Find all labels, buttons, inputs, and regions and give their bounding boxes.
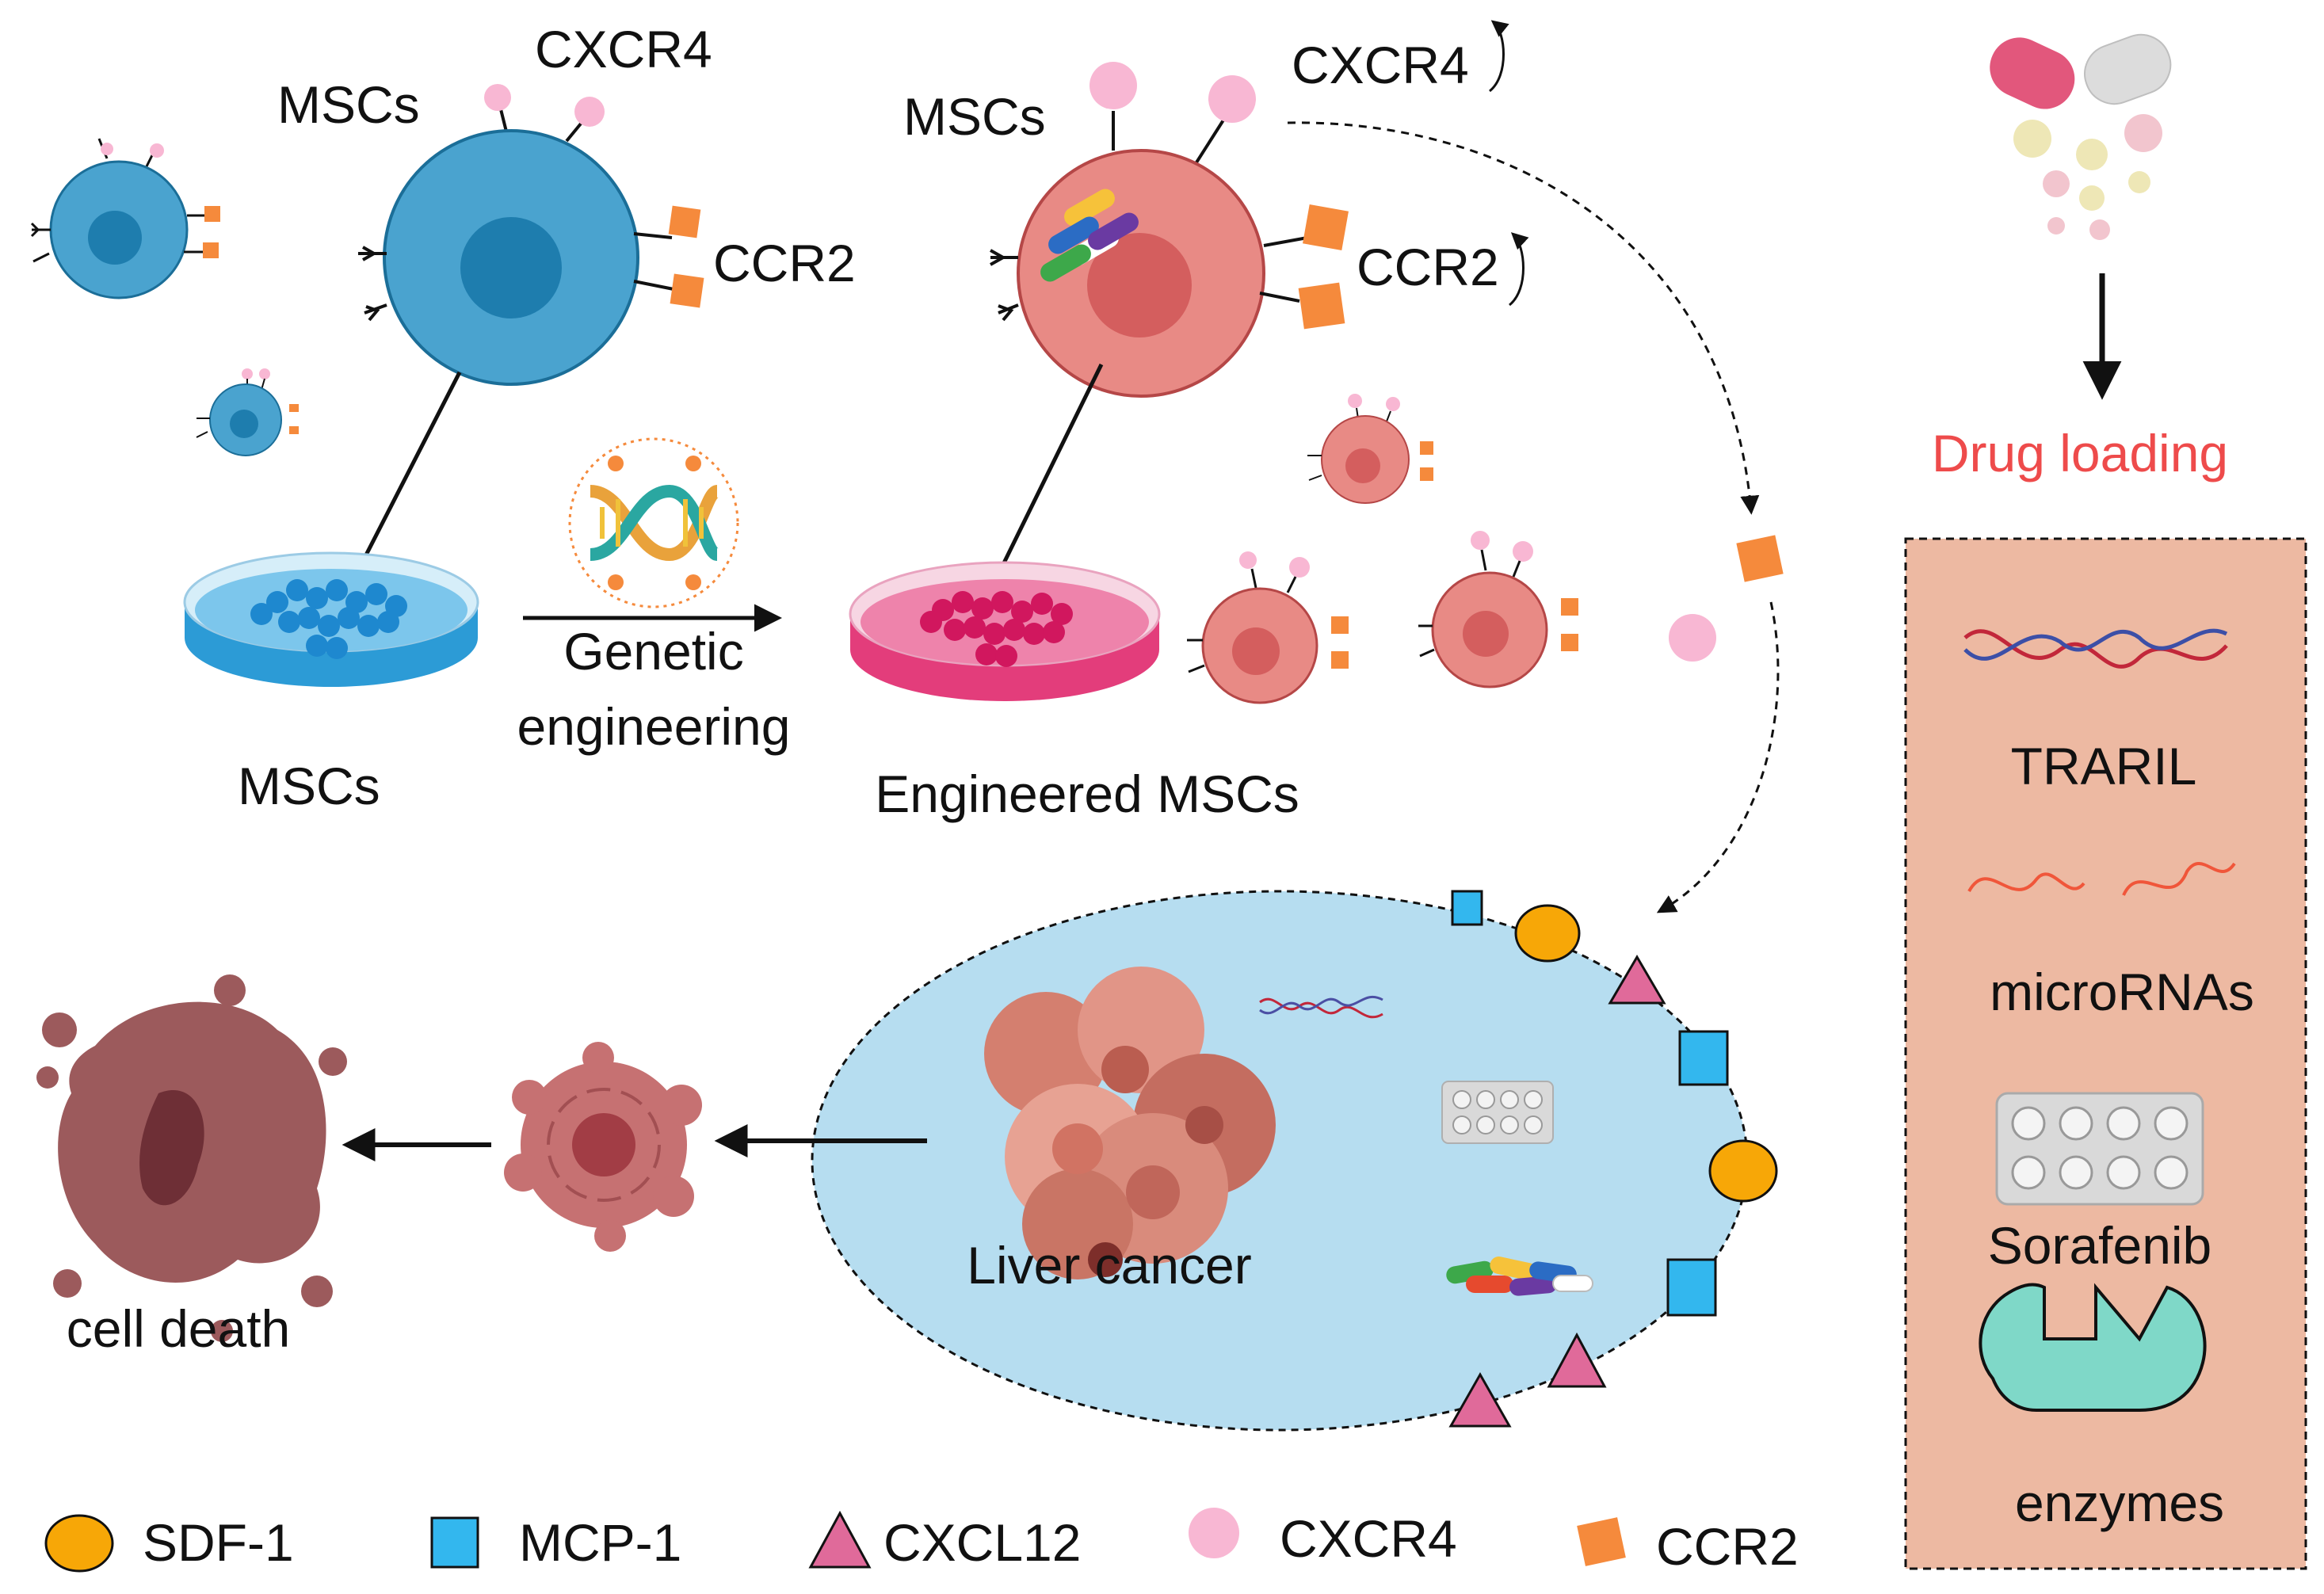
dna-strand-icon [1259,995,1383,1019]
capsule-icon [1990,33,2172,109]
cxcr4-up-arrow [1488,20,1509,93]
sorafenib-label: Sorafenib [1988,1216,2212,1275]
microrna-icon [1967,862,2236,896]
cell-death-label: cell death [67,1299,291,1358]
dna-icon [568,437,739,608]
msc-small-label: MSCs [277,75,420,134]
capsules-icon [1446,1257,1593,1296]
ccr2-label-engineered: CCR2 [1357,238,1499,296]
cxcr4-label-engineered: CXCR4 [1292,36,1469,94]
legend-sdf-1-icon [44,1514,114,1573]
cxcr4-label-top: CXCR4 [535,20,712,78]
msc-cell-small-2 [196,368,299,456]
legend-ccr2-icon [1577,1517,1626,1566]
free-cxcr4-icon [1669,614,1716,662]
mcp-1-icon-2 [1678,1030,1729,1086]
engineered-msc-label: MSCs [903,87,1046,146]
traril-label: TRARIL [2011,737,2197,795]
petri-dish-pink [849,561,1161,701]
msc-cell-small-1 [30,138,220,299]
enzymes-label: enzymes [2015,1474,2224,1532]
engineered-msc-cell-small-1 [1307,394,1433,504]
cxcl12-icon-3 [1448,1371,1512,1428]
traril-dna-icon [1963,628,2228,669]
engineered-msc-cell-small-2 [1187,551,1349,704]
drug-panel [1904,537,2307,1570]
sdf-1-icon-1 [1514,904,1581,963]
apoptotic-cell [504,1042,702,1252]
engineered-msc-cell-small-3 [1418,531,1578,688]
liver-cancer-label: Liver cancer [967,1236,1252,1295]
mcp-1-icon-1 [1451,890,1483,926]
tumor-niche [811,890,1778,1432]
legend-sdf-1-label: SDF-1 [143,1513,294,1572]
legend-cxcl12-icon [808,1510,872,1569]
legend-mcp-1-icon [430,1516,479,1569]
drug-loading-title: Drug loading [1932,424,2228,482]
microrna-label: microRNAs [1990,963,2254,1021]
legend-cxcr4-label: CXCR4 [1280,1509,1457,1568]
petri-dish-blue [183,551,479,687]
msc-dish-label: MSCs [238,757,380,815]
legend-ccr2-label: CCR2 [1656,1517,1799,1576]
msc-cell-large [356,84,704,572]
free-ccr2-icon [1736,535,1784,582]
sorafenib-blister-icon [1995,1092,2204,1206]
pills-icon [2013,114,2162,240]
dead-cell [36,974,347,1342]
genetic-label: Genetic [563,622,743,681]
engineering-label: engineering [517,697,791,756]
engineered-msc-cell-large [990,62,1349,584]
engineered-dish-label: Engineered MSCs [875,765,1299,823]
cxcl12-icon-2 [1547,1332,1607,1388]
legend-cxcl12-label: CXCL12 [883,1513,1081,1572]
ccr2-up-arrow [1508,232,1529,307]
tablet-blister-icon [1441,1081,1554,1144]
dashed-arrow-lower [1656,601,1780,913]
legend-icons [44,1508,1626,1573]
legend-mcp-1-label: MCP-1 [519,1513,681,1572]
ccr2-label-top: CCR2 [713,234,856,292]
legend-cxcr4-icon [1189,1508,1239,1558]
cxcl12-icon-1 [1608,955,1666,1005]
sdf-1-icon-2 [1708,1139,1778,1203]
enzyme-icon [1979,1283,2207,1412]
liver-cancer-cluster [984,967,1276,1279]
mcp-1-icon-3 [1666,1258,1717,1317]
dashed-arrow-upper [1287,121,1760,515]
